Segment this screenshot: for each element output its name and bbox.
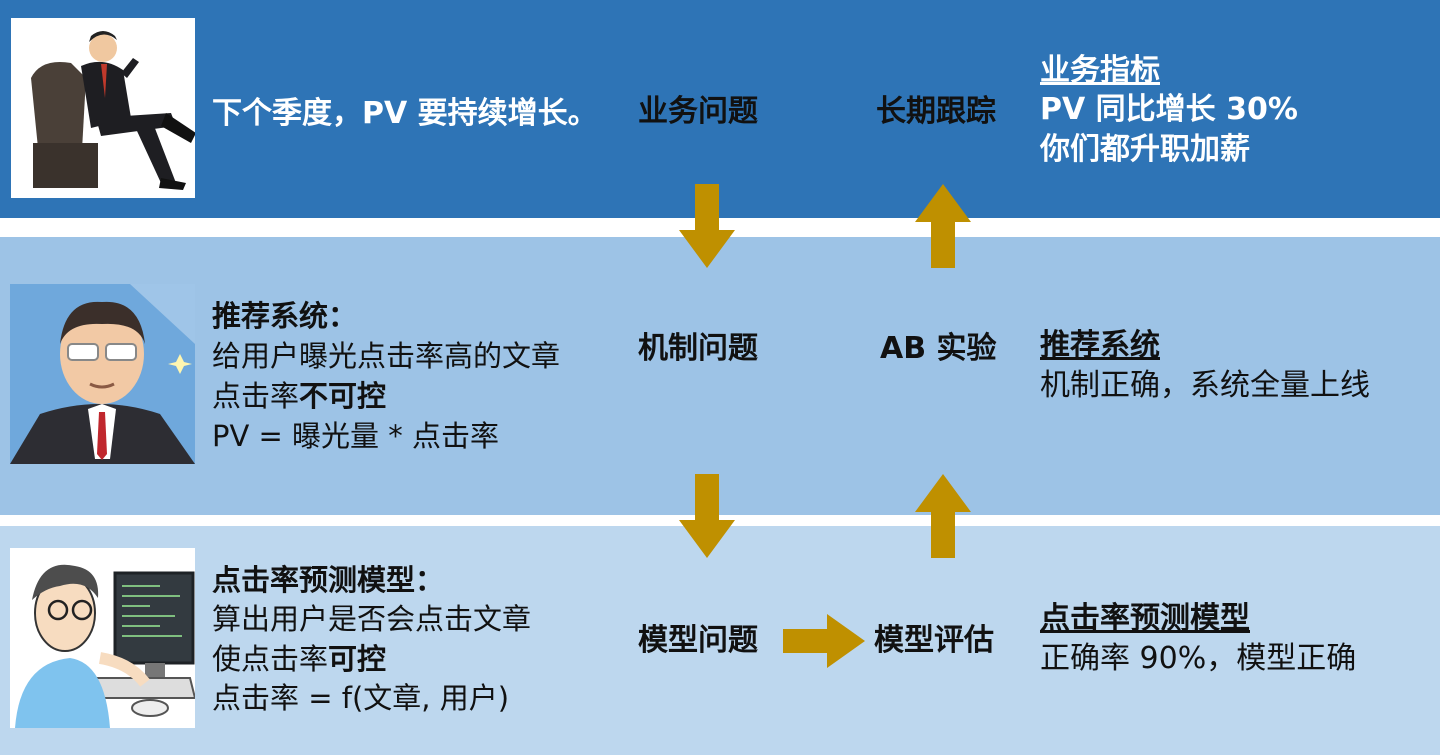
arrow-right-icon [783, 614, 865, 668]
model-line2-prefix: 使点击率 [212, 642, 329, 676]
arrow-down-icon [679, 474, 735, 558]
mechanism-line2-prefix: 点击率 [212, 379, 300, 413]
model-line1: 算出用户是否会点击文章 [212, 602, 532, 636]
stage-model-problem: 模型问题 [638, 623, 758, 658]
mechanism-line1: 给用户曝光点击率高的文章 [212, 339, 561, 373]
model-line2-emphasis: 可控 [328, 642, 387, 676]
businessman-illustration [11, 18, 195, 198]
top-statement: 下个季度，PV 要持续增长。 [212, 96, 598, 131]
mechanism-line2: 点击率不可控 [212, 378, 386, 414]
mechanism-formula: PV = 曝光量 * 点击率 [212, 419, 499, 453]
stage-model-evaluation: 模型评估 [874, 623, 994, 658]
result-recommender-line: 机制正确，系统全量上线 [1040, 368, 1370, 403]
result-model-line: 正确率 90%，模型正确 [1040, 641, 1357, 676]
mechanism-line2-emphasis: 不可控 [299, 379, 387, 413]
stage-long-term-tracking: 长期跟踪 [876, 94, 996, 129]
arrow-up-icon [915, 184, 971, 268]
result-recommender-title: 推荐系统 [1040, 328, 1160, 363]
model-line2: 使点击率可控 [212, 641, 386, 677]
stage-business-problem: 业务问题 [638, 94, 758, 129]
top-band [0, 0, 1440, 218]
model-formula: 点击率 = f(文章, 用户) [212, 681, 510, 715]
bottom-band [0, 526, 1440, 755]
result-business-metric-line1: PV 同比增长 30% [1040, 92, 1298, 127]
stage-ab-test: AB 实验 [880, 331, 997, 366]
stage-mechanism-problem: 机制问题 [638, 331, 758, 366]
model-title: 点击率预测模型： [212, 563, 445, 597]
middle-band [0, 237, 1440, 515]
arrow-up-icon [915, 474, 971, 558]
result-model-title: 点击率预测模型 [1040, 601, 1250, 636]
result-business-metric-line2: 你们都升职加薪 [1040, 132, 1250, 167]
manager-portrait-illustration [10, 284, 195, 464]
programmer-illustration [10, 548, 195, 728]
arrow-down-icon [679, 184, 735, 268]
result-business-metric-title: 业务指标 [1040, 53, 1160, 88]
mechanism-title: 推荐系统： [212, 299, 358, 333]
